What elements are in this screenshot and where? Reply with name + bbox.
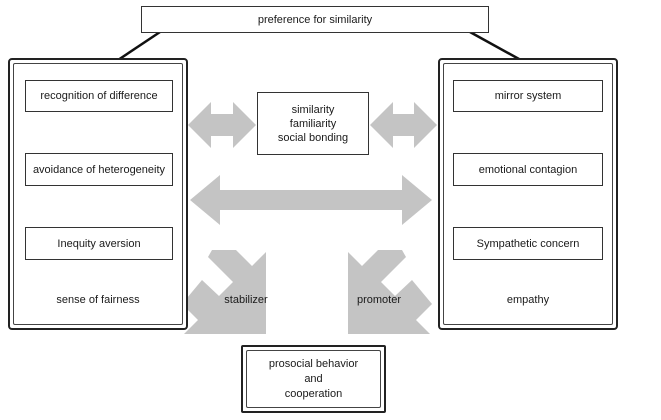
preference-for-similarity-label: preference for similarity [257,13,373,26]
promoter-arrow [348,250,432,334]
prosocial-behavior-outer-box [241,345,386,413]
right-double-arrow [370,102,437,148]
stabilizer-label: stabilizer [224,294,268,306]
similarity-familiarity-box: similarity familiarity social bonding [257,92,369,155]
preference-for-similarity-box: preference for similarity [141,6,489,33]
avoidance-of-heterogeneity-label: avoidance of heterogeneity [32,163,166,176]
left-panel-inner-border [13,63,183,325]
inequity-aversion-label: Inequity aversion [57,237,141,250]
emotional-contagion-box: emotional contagion [453,153,603,186]
long-double-arrow [190,175,432,225]
emotional-contagion-label: emotional contagion [478,163,578,176]
right-panel-inner-border [443,63,613,325]
prosocial-behavior-label: prosocial behavior and cooperation [268,358,359,400]
recognition-of-difference-label: recognition of difference [40,90,158,102]
prosocial-behavior-inner-border [246,350,381,408]
sympathetic-concern-label: Sympathetic concern [476,237,580,250]
left-double-arrow [188,102,256,148]
sense-of-fairness-caption: sense of fairness [56,294,140,306]
sympathetic-concern-box: Sympathetic concern [453,227,603,260]
promoter-label: promoter [356,294,402,306]
similarity-familiarity-label: similarity familiarity social bonding [277,103,349,144]
stabilizer-arrow [182,250,266,334]
mirror-system-label: mirror system [494,90,562,102]
avoidance-of-heterogeneity-box: avoidance of heterogeneity [25,153,173,186]
mirror-system-box: mirror system [453,80,603,112]
recognition-of-difference-box: recognition of difference [25,80,173,112]
empathy-caption: empathy [506,294,550,306]
inequity-aversion-box: Inequity aversion [25,227,173,260]
